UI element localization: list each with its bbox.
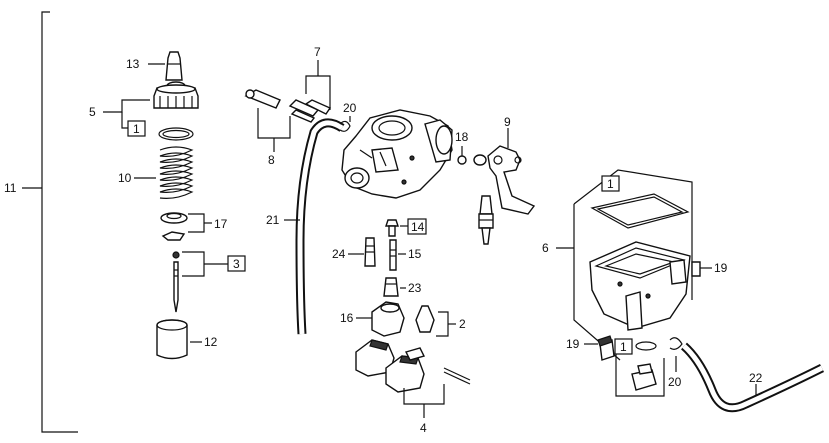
part-2-float-valve [415,305,456,337]
part-20-clip-a [339,116,351,132]
label-8: 8 [268,153,275,167]
label-5: 5 [89,105,96,119]
carburetor-body [341,109,453,199]
part-19-screw-b [584,335,615,361]
part-4-floats [355,339,471,418]
part-23-main-jet [383,277,406,297]
part-15-needle-jet [389,239,406,271]
part-10-spring [159,146,194,199]
assembly-11-bracket [22,11,78,433]
part-drain-plug [615,341,665,397]
label-20-upper: 20 [343,101,357,115]
part-21-tube [284,118,345,335]
label-21: 21 [266,213,280,227]
label-3: 3 [233,257,240,271]
part-3-jet-needle [172,251,180,313]
label-1-drain: 1 [620,340,627,354]
part-18-bolt [457,146,487,166]
label-11: 11 [4,181,17,195]
part-14-jet [385,219,408,237]
box-l1a [127,120,146,137]
label-2: 2 [459,317,466,331]
label-19-right: 19 [714,261,728,275]
part-16-float-valve-seat [356,301,405,337]
box-l14 [407,218,427,235]
part-17-retainer [160,212,188,241]
label-7: 7 [314,45,321,59]
box-l1b [601,175,620,192]
label-22: 22 [749,371,763,385]
label-23: 23 [408,281,422,295]
part-19-screw-a [691,261,712,277]
part-1-oring-top [158,127,194,141]
label-13: 13 [126,57,140,71]
part-22-tube [680,342,825,413]
part-1-gasket [590,193,690,229]
label-1-gasket: 1 [607,177,614,191]
label-12: 12 [204,335,218,349]
part-spark-plug [478,195,494,245]
label-18: 18 [455,130,469,144]
label-9: 9 [504,115,511,129]
part-13-cap-nipple [148,51,183,81]
label-4: 4 [420,421,427,435]
part-12-throttle-slide [156,319,188,360]
part-5-carb-top [153,81,199,109]
label-1-oring: 1 [133,122,140,136]
label-6: 6 [542,241,549,255]
label-10: 10 [118,171,132,185]
part-8-screws [244,89,320,152]
label-24: 24 [332,247,346,261]
label-14: 14 [411,220,425,234]
label-20-lower: 20 [668,375,682,389]
box-l1c [614,338,633,355]
label-15: 15 [408,247,422,261]
box-l3 [227,255,246,272]
part-7-idle-screw [304,60,332,115]
leader-lines-left [103,99,228,343]
label-16: 16 [340,311,354,325]
label-17: 17 [214,217,228,231]
part-20-clip-b [669,337,683,372]
label-19-lower: 19 [566,337,580,351]
float-bowl [589,241,691,331]
part-24-pilot-jet [348,237,376,267]
part-9-bracket [487,128,536,215]
